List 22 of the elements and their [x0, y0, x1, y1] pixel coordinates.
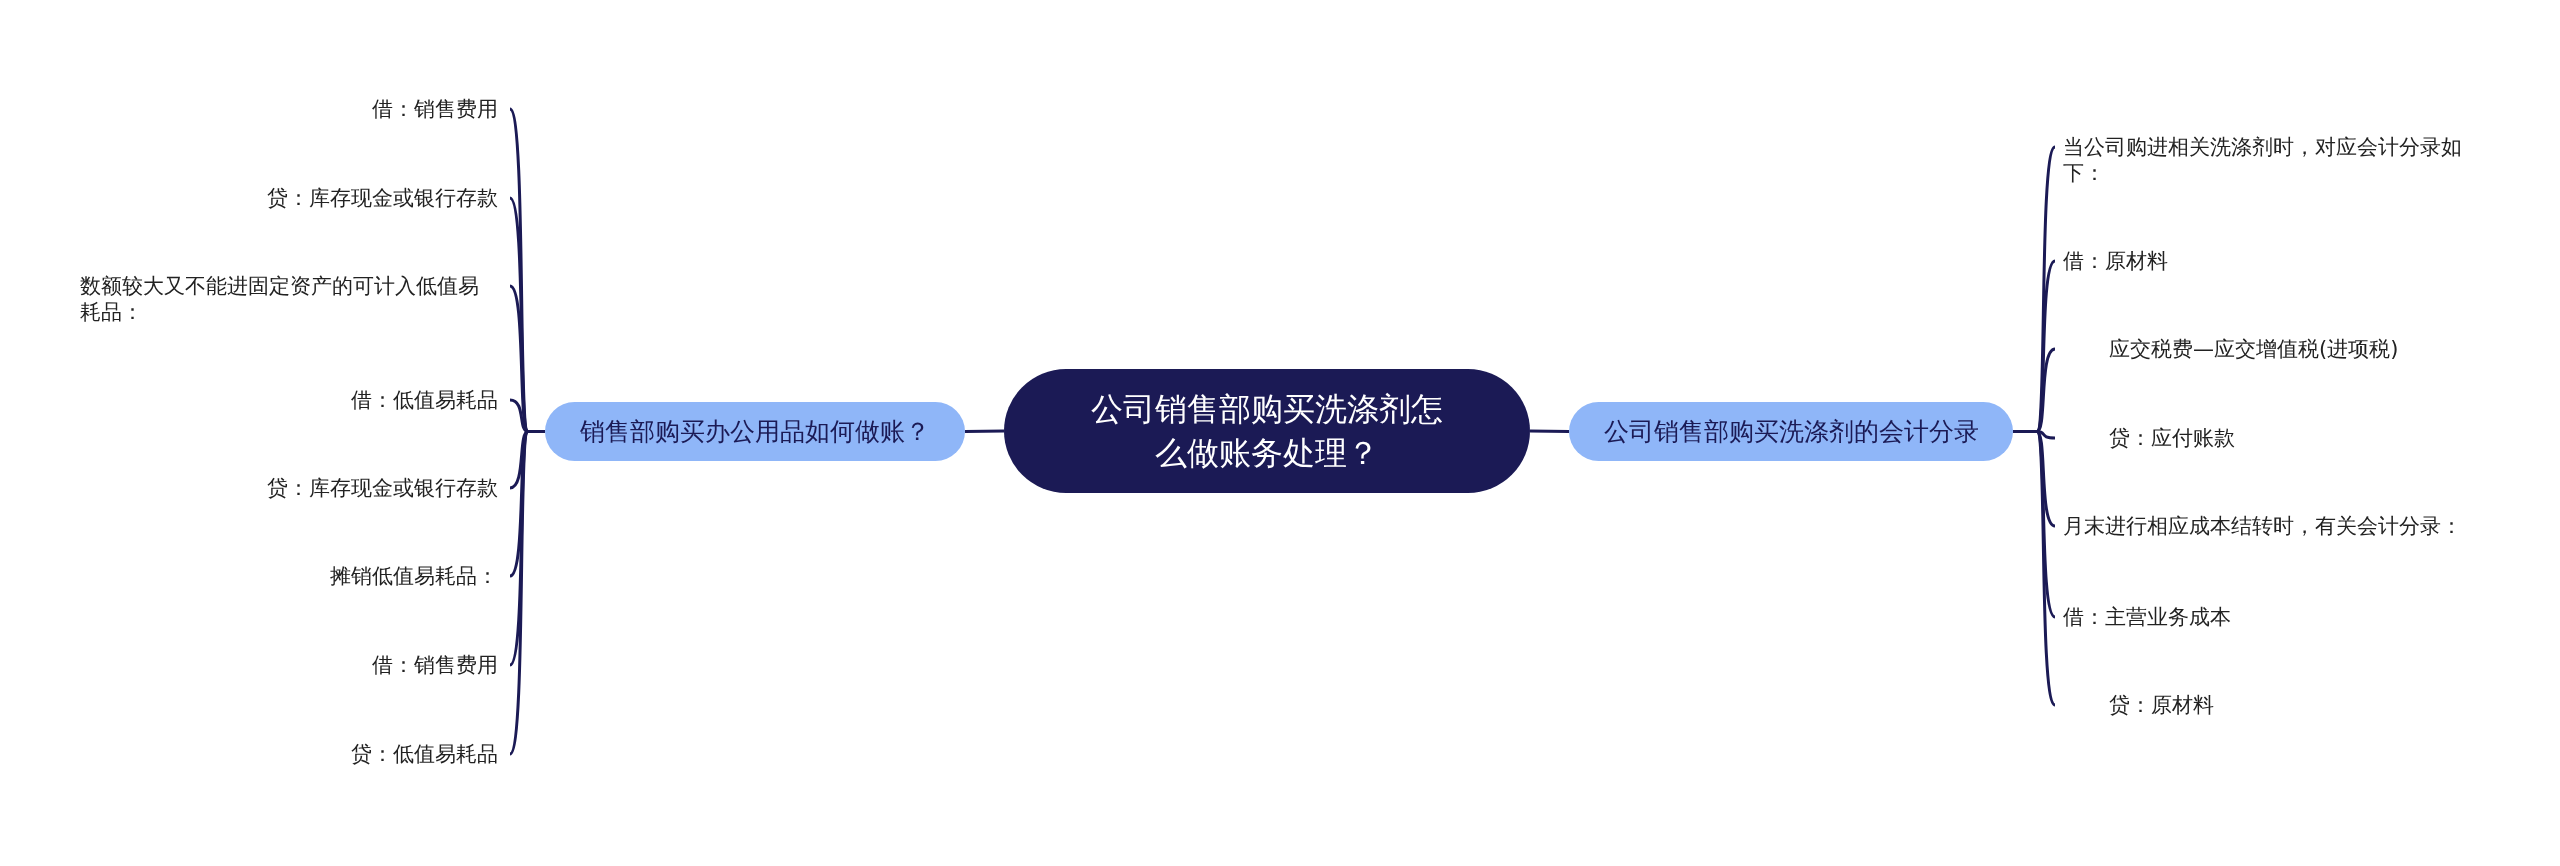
entry-text: 月末进行相应成本结转时，有关会计分录： — [2055, 513, 2462, 539]
subtopic-box: 销售部购买办公用品如何做账？ — [545, 402, 965, 461]
connector-line — [508, 430, 545, 755]
entry-text: 贷：库存现金或银行存款 — [267, 475, 510, 501]
entry-text: 贷：低值易耗品 — [351, 741, 510, 767]
entry-text: 借：销售费用 — [372, 96, 510, 122]
entry-text: 借：销售费用 — [372, 652, 510, 678]
entry-text: 借：原材料 — [2055, 248, 2168, 274]
entry-text: 应交税费—应交增值税(进项税) — [2055, 336, 2399, 362]
entry-text: 当公司购进相关洗涤剂时，对应会计分录如下： — [2055, 134, 2487, 186]
connector-line — [964, 429, 1005, 433]
entry-text: 贷：原材料 — [2055, 692, 2214, 718]
subtopic-box: 公司销售部购买洗涤剂的会计分录 — [1569, 402, 2013, 461]
connector-line — [1529, 429, 1570, 433]
connector-line — [2013, 430, 2057, 706]
entry-text: 贷：库存现金或银行存款 — [267, 185, 510, 211]
entry-text: 摊销低值易耗品： — [330, 563, 510, 589]
entry-text: 借：主营业务成本 — [2055, 604, 2231, 630]
topic-box: 公司销售部购买洗涤剂怎么做账务处理？ — [1004, 369, 1530, 493]
entry-text: 借：低值易耗品 — [351, 387, 510, 413]
entry-text: 数额较大又不能进固定资产的可计入低值易耗品： — [80, 273, 510, 325]
entry-text: 贷：应付账款 — [2055, 425, 2235, 451]
